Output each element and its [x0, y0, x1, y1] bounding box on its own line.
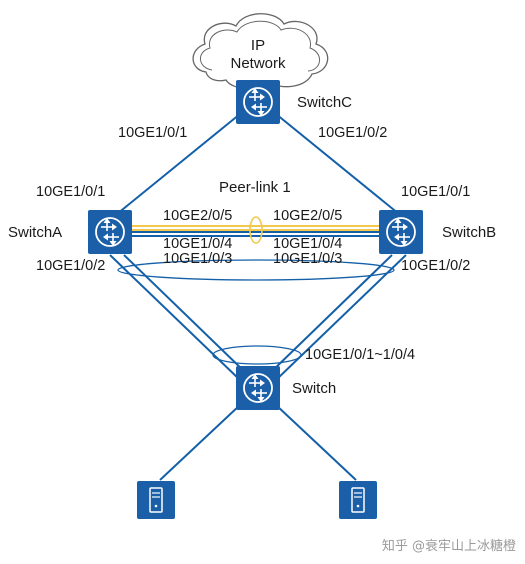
port-label-a-peer-1: 10GE2/0/5: [163, 208, 232, 224]
switchc-label: SwitchC: [297, 94, 352, 111]
port-label-a-peer-2: 10GE1/0/4: [163, 236, 232, 252]
port-label-b-down: 10GE1/0/2: [401, 258, 470, 274]
switch-router-icon: [378, 209, 424, 255]
cloud-label-ip: IP: [251, 37, 265, 54]
cloud-label-network: Network: [230, 55, 286, 72]
links: [109, 82, 407, 481]
server-left[interactable]: [136, 480, 176, 520]
eth-trunk-lower-ellipse: [212, 345, 302, 365]
link-switchc-switcha: [116, 113, 241, 215]
port-label-switch-range: 10GE1/0/1~1/0/4: [305, 347, 415, 363]
port-label-b-peer-1: 10GE2/0/5: [273, 208, 342, 224]
port-label-b-peer-2: 10GE1/0/4: [273, 236, 342, 252]
port-label-c-left: 10GE1/0/1: [118, 125, 187, 141]
switch-router-icon: [235, 79, 281, 125]
port-label-a-down: 10GE1/0/2: [36, 258, 105, 274]
link-switchc-switchb: [275, 113, 400, 215]
switcha-label: SwitchA: [8, 224, 62, 241]
server-icon: [338, 480, 378, 520]
switcha-device[interactable]: [87, 209, 133, 255]
port-label-c-right: 10GE1/0/2: [318, 125, 387, 141]
peer-link-label: Peer-link 1: [219, 179, 291, 196]
link-switch-server-right: [275, 404, 357, 481]
server-icon: [136, 480, 176, 520]
switch-label: Switch: [292, 380, 336, 397]
switchb-label: SwitchB: [442, 224, 496, 241]
switch-device[interactable]: [235, 365, 281, 411]
link-switch-server-left: [159, 404, 241, 481]
link-switcha-switch-2: [123, 254, 248, 375]
switch-router-icon: [87, 209, 133, 255]
switchb-device[interactable]: [378, 209, 424, 255]
switch-router-icon: [235, 365, 281, 411]
ip-network-cloud: IP Network: [192, 13, 329, 90]
port-label-a-peer-3: 10GE1/0/3: [163, 251, 232, 267]
port-label-b-up: 10GE1/0/1: [401, 184, 470, 200]
port-label-b-peer-3: 10GE1/0/3: [273, 251, 342, 267]
peer-link-bundle-ellipse: [249, 216, 263, 244]
eth-trunk-upper-ellipse: [117, 259, 395, 281]
port-label-a-up: 10GE1/0/1: [36, 184, 105, 200]
server-right[interactable]: [338, 480, 378, 520]
watermark: 知乎 @衰牢山上冰糖橙: [382, 538, 516, 554]
link-switchb-switch-2: [268, 254, 393, 375]
switchc-device[interactable]: [235, 79, 281, 125]
